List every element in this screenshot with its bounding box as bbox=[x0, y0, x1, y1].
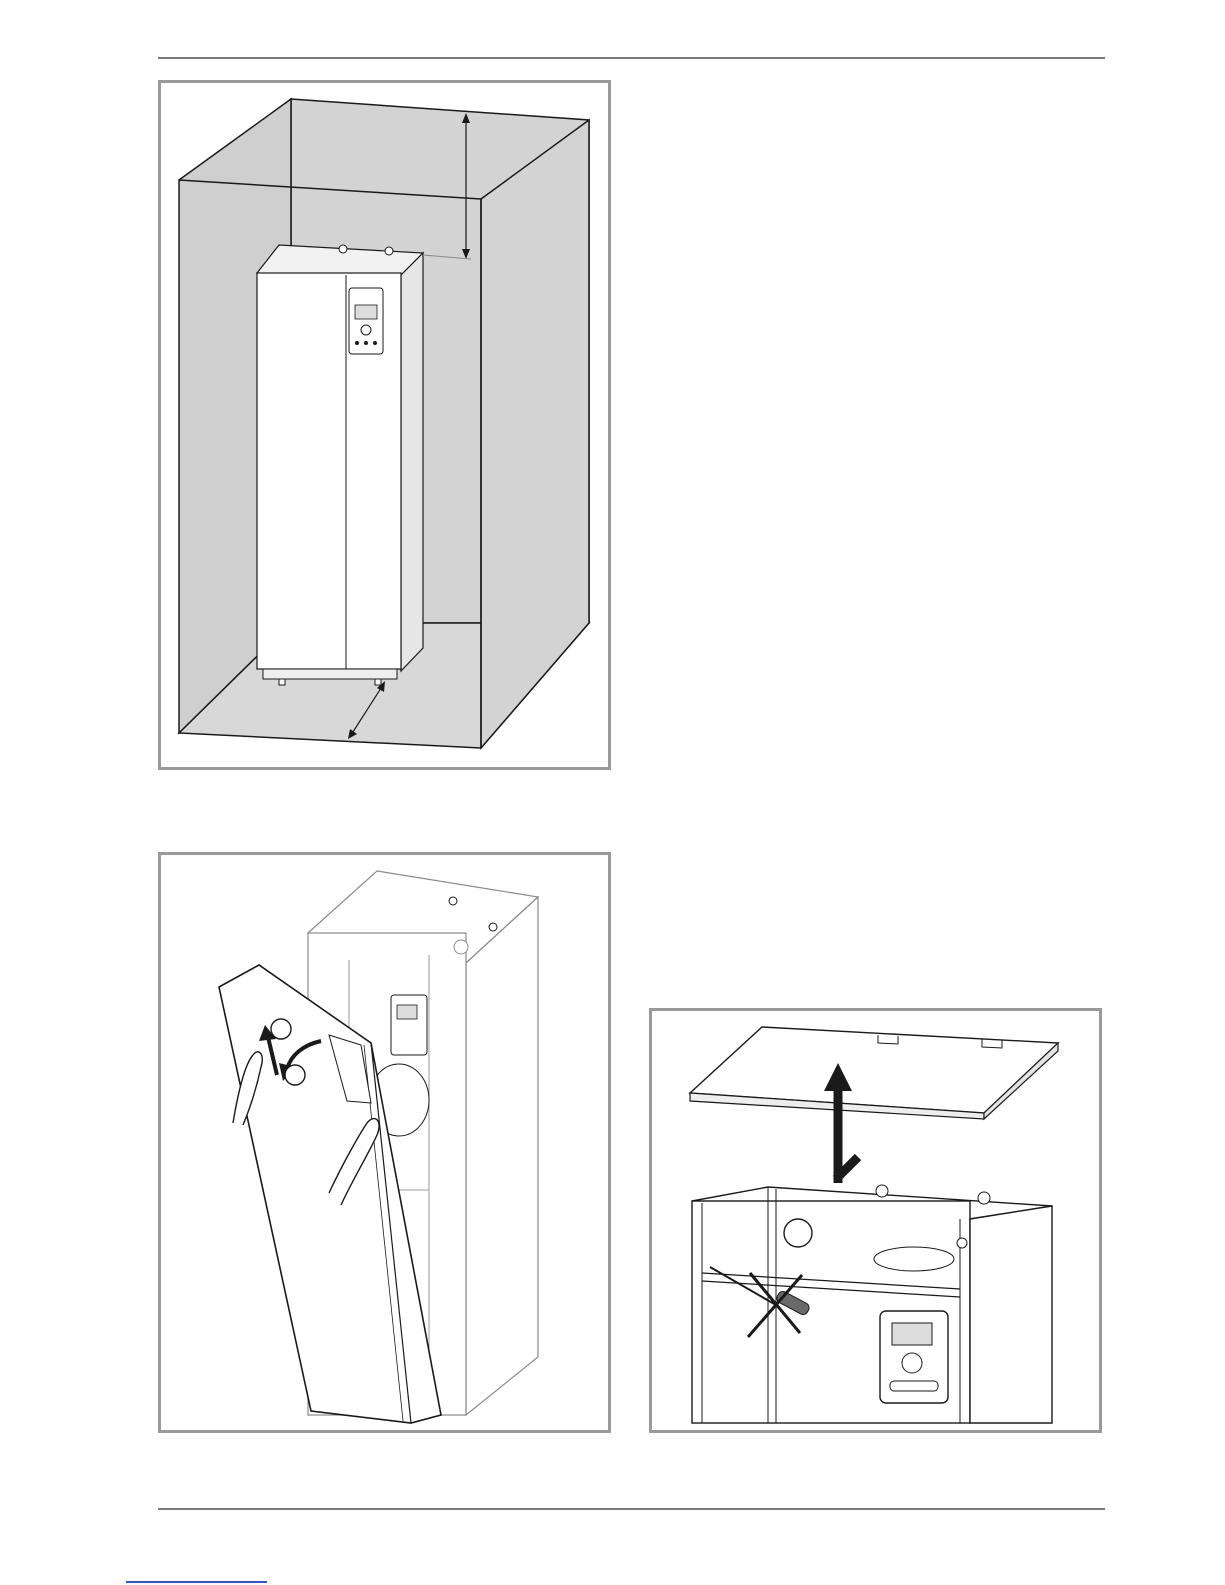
front-panel-illustration bbox=[161, 855, 608, 1430]
unit-side bbox=[401, 253, 423, 671]
control-button bbox=[355, 341, 359, 345]
control-button-row bbox=[890, 1381, 938, 1391]
control-knob bbox=[902, 1353, 922, 1373]
footer-rule bbox=[158, 1508, 1105, 1510]
unit-top-connector bbox=[339, 245, 347, 253]
control-button bbox=[373, 341, 377, 345]
step-marker-2 bbox=[285, 1065, 305, 1085]
room-right-edge bbox=[481, 120, 589, 748]
cabinet-side bbox=[466, 897, 538, 1415]
header-rule bbox=[158, 57, 1105, 59]
footer-link-underline[interactable] bbox=[126, 1581, 267, 1583]
cabinet-port bbox=[784, 1219, 812, 1247]
control-button bbox=[364, 341, 368, 345]
unit-top-connector bbox=[385, 247, 393, 255]
control-display bbox=[892, 1323, 932, 1345]
control-knob bbox=[361, 325, 371, 335]
figure-installation-clearance bbox=[158, 80, 611, 770]
unit-base bbox=[263, 669, 397, 679]
cabinet-top-port bbox=[454, 940, 468, 954]
unit-foot bbox=[279, 679, 285, 685]
top-cover-illustration bbox=[652, 1011, 1099, 1430]
clearance-illustration bbox=[161, 83, 608, 767]
control-display bbox=[397, 1005, 417, 1019]
control-display bbox=[355, 305, 377, 319]
cabinet-connector bbox=[978, 1192, 990, 1204]
cabinet-connector bbox=[449, 897, 457, 905]
expansion-vessel bbox=[874, 1247, 954, 1271]
cabinet-connector bbox=[957, 1238, 967, 1248]
unit-foot bbox=[375, 679, 381, 685]
cabinet-connector bbox=[489, 923, 497, 931]
control-box bbox=[391, 995, 427, 1055]
step-marker-1 bbox=[271, 1019, 291, 1039]
cabinet-side bbox=[970, 1206, 1052, 1423]
figure-top-cover-removal bbox=[649, 1008, 1102, 1433]
figure-front-panel-removal bbox=[158, 852, 611, 1433]
cabinet-connector bbox=[876, 1185, 888, 1197]
